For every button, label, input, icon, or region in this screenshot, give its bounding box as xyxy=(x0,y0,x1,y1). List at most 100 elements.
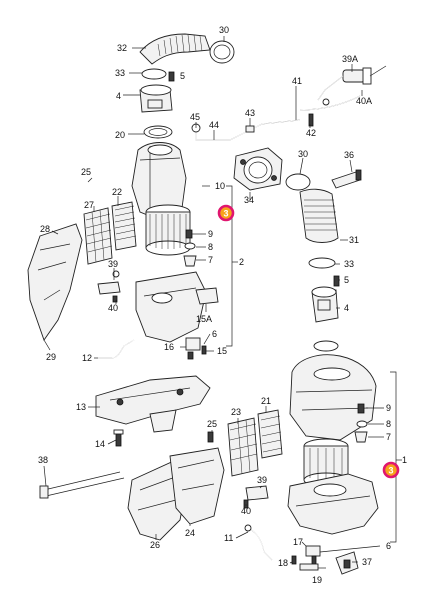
label-1: 1 xyxy=(402,455,407,465)
label-22: 22 xyxy=(112,187,122,197)
shield-24 xyxy=(169,447,225,525)
tool-37 xyxy=(335,551,359,575)
small-parts-9-8-7-right xyxy=(354,403,368,443)
callout-marker-lower-text: 3 xyxy=(388,466,393,476)
cable-ties-38 xyxy=(39,471,125,499)
screw-25-lower xyxy=(207,431,214,443)
label-12: 12 xyxy=(82,353,92,363)
label-6-left: 6 xyxy=(212,329,217,339)
filter-mesh-27 xyxy=(83,207,113,265)
label-39-left: 39 xyxy=(108,259,118,269)
clamp-33-top xyxy=(141,68,167,80)
callout-marker-lower[interactable]: 3 xyxy=(382,461,400,479)
round-filter-left xyxy=(145,204,191,256)
label-18: 18 xyxy=(278,558,288,568)
throttle-body-34 xyxy=(233,147,283,191)
label-32: 32 xyxy=(117,43,127,53)
seal-ring-20-right xyxy=(313,340,339,352)
valve-39a xyxy=(317,65,387,101)
label-30-mid: 30 xyxy=(298,149,308,159)
screw-14 xyxy=(113,429,124,447)
screw-5-right xyxy=(333,275,340,287)
label-33-right: 33 xyxy=(344,259,354,269)
label-7-right: 7 xyxy=(386,432,391,442)
label-4-top: 4 xyxy=(116,91,121,101)
label-41: 41 xyxy=(292,76,302,86)
label-30-top: 30 xyxy=(219,25,229,35)
parts-16-15-6 xyxy=(185,337,207,360)
intake-boot-31 xyxy=(299,188,339,243)
label-26: 26 xyxy=(150,540,160,550)
leader-lines xyxy=(43,36,402,569)
parts-17-6-18-19 xyxy=(291,545,321,571)
label-33-top: 33 xyxy=(115,68,125,78)
seal-ring-20 xyxy=(143,125,173,139)
intake-hose-32 xyxy=(139,33,211,65)
vent-hose-11 xyxy=(244,524,273,561)
vent-hose-12 xyxy=(98,339,135,359)
label-23: 23 xyxy=(231,407,241,417)
label-9-right: 9 xyxy=(386,403,391,413)
label-2: 2 xyxy=(239,257,244,267)
label-5-top: 5 xyxy=(180,71,185,81)
label-29: 29 xyxy=(46,352,56,362)
screw-5-top xyxy=(168,71,175,82)
filter-housing-top-right xyxy=(289,354,377,441)
label-10: 10 xyxy=(215,181,225,191)
label-16: 16 xyxy=(164,342,174,352)
clamp-33-right xyxy=(308,257,336,269)
connector-pipe-4-right xyxy=(311,286,339,323)
label-44: 44 xyxy=(209,120,219,130)
label-45: 45 xyxy=(190,112,200,122)
filter-mesh-23 xyxy=(227,417,259,477)
callout-marker-upper[interactable]: 3 xyxy=(217,204,235,222)
screw-42 xyxy=(308,113,314,127)
label-4-right: 4 xyxy=(344,303,349,313)
label-13: 13 xyxy=(76,402,86,412)
filter-element-21 xyxy=(257,409,283,459)
label-9-left: 9 xyxy=(208,229,213,239)
label-39a: 39A xyxy=(342,54,358,64)
label-28: 28 xyxy=(40,224,50,234)
label-42: 42 xyxy=(306,128,316,138)
sensor-36 xyxy=(331,169,362,189)
label-34: 34 xyxy=(244,195,254,205)
label-17: 17 xyxy=(293,537,303,547)
label-8-left: 8 xyxy=(208,242,213,252)
label-25: 25 xyxy=(81,167,91,177)
label-25-lower: 25 xyxy=(207,419,217,429)
clip-39-40-left xyxy=(97,270,121,303)
label-36: 36 xyxy=(344,150,354,160)
label-43: 43 xyxy=(245,108,255,118)
mounting-bracket-13 xyxy=(95,375,211,433)
label-24: 24 xyxy=(185,528,195,538)
bracket-28 xyxy=(27,223,83,341)
label-15: 15 xyxy=(217,346,227,356)
label-5-right: 5 xyxy=(344,275,349,285)
label-15a: 15A xyxy=(196,314,212,324)
label-27: 27 xyxy=(84,200,94,210)
label-21: 21 xyxy=(261,396,271,406)
part-labels: 30 32 39A 33 5 41 4 40A 45 43 44 20 42 2… xyxy=(38,25,407,585)
filter-housing-bottom-left xyxy=(135,271,219,343)
connector-pipe-4 xyxy=(139,84,173,113)
callout-marker-upper-text: 3 xyxy=(223,209,228,219)
label-11: 11 xyxy=(224,533,233,543)
small-parts-9-8-7-left xyxy=(183,229,197,267)
label-40a: 40A xyxy=(356,96,372,106)
label-19: 19 xyxy=(312,575,322,585)
label-20: 20 xyxy=(115,130,125,140)
label-38: 38 xyxy=(38,455,48,465)
label-14: 14 xyxy=(95,439,105,449)
clamp-30-mid xyxy=(285,173,311,191)
hose-40a xyxy=(299,95,361,111)
label-39-lower: 39 xyxy=(257,475,267,485)
label-31: 31 xyxy=(349,235,359,245)
label-7-left: 7 xyxy=(208,255,213,265)
filter-element-22 xyxy=(111,201,137,251)
clip-39-40-lower xyxy=(243,485,269,509)
label-6-right: 6 xyxy=(386,541,391,551)
label-40-lower: 40 xyxy=(241,506,251,516)
label-37: 37 xyxy=(362,557,372,567)
